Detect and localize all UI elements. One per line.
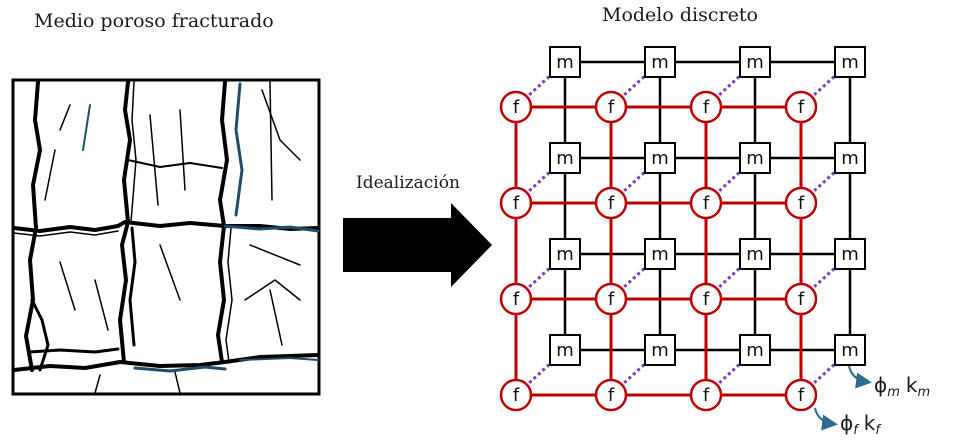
- fracture-node: f: [499, 282, 533, 316]
- discrete-model-grid: m m m m m m m m m m m m m m m m f f f f f f f f f f f f f f f f: [499, 46, 866, 412]
- fracture-node: f: [784, 186, 818, 220]
- matrix-node: m: [834, 238, 866, 270]
- matrix-node: m: [549, 334, 581, 366]
- fracture-node-label: f: [798, 385, 805, 406]
- fracture-node-label: f: [703, 97, 710, 118]
- matrix-node: m: [834, 46, 866, 78]
- matrix-node: m: [549, 142, 581, 174]
- fracture-node: f: [594, 282, 628, 316]
- fracture-node: f: [594, 186, 628, 220]
- fracture-node-label: f: [513, 289, 520, 310]
- matrix-node: m: [834, 142, 866, 174]
- fracture-node: f: [499, 186, 533, 220]
- fracture-legend-arrow: [814, 407, 838, 431]
- fracture-connections: [514, 105, 803, 397]
- fracture-node-label: f: [798, 289, 805, 310]
- matrix-node: m: [739, 46, 771, 78]
- fracture-node: f: [784, 282, 818, 316]
- matrix-node: m: [834, 334, 866, 366]
- fracture-node: f: [784, 378, 818, 412]
- fracture-node-label: f: [608, 385, 615, 406]
- matrix-node: m: [739, 142, 771, 174]
- fracture-node-label: f: [703, 193, 710, 214]
- matrix-nodes: m m m m m m m m m m m m m m m m: [549, 46, 866, 366]
- fracture-node-label: f: [513, 193, 520, 214]
- matrix-node: m: [644, 46, 676, 78]
- matrix-node-label: m: [651, 52, 669, 73]
- idealization-arrow: [343, 203, 492, 287]
- matrix-node: m: [644, 334, 676, 366]
- matrix-node-label: m: [651, 340, 669, 361]
- matrix-node: m: [549, 238, 581, 270]
- matrix-node-label: m: [556, 244, 574, 265]
- matrix-node-label: m: [746, 52, 764, 73]
- matrix-node-label: m: [746, 340, 764, 361]
- matrix-node: m: [644, 142, 676, 174]
- discrete-model-title: Modelo discreto: [602, 4, 758, 26]
- matrix-node: m: [739, 238, 771, 270]
- fracture-node-label: f: [703, 289, 710, 310]
- matrix-node-label: m: [841, 244, 859, 265]
- matrix-node-label: m: [746, 244, 764, 265]
- fracture-node-label: f: [798, 193, 805, 214]
- fracture-node-label: f: [513, 97, 520, 118]
- matrix-node-label: m: [556, 52, 574, 73]
- fractured-medium-frame: [11, 78, 321, 396]
- matrix-node: m: [739, 334, 771, 366]
- fracture-node-label: f: [703, 385, 710, 406]
- matrix-node-label: m: [556, 340, 574, 361]
- fracture-node-label: f: [608, 289, 615, 310]
- matrix-node-label: m: [651, 244, 669, 265]
- fracture-node-label: f: [798, 97, 805, 118]
- fracture-node: f: [689, 186, 723, 220]
- matrix-node-label: m: [746, 148, 764, 169]
- matrix-node-label: m: [841, 148, 859, 169]
- fracture-node-label: f: [513, 385, 520, 406]
- fracture-nodes: f f f f f f f f f f f f f f f f: [499, 90, 818, 412]
- matrix-node-label: m: [651, 148, 669, 169]
- fractured-medium-title: Medio poroso fracturado: [34, 10, 274, 32]
- matrix-node-label: m: [556, 148, 574, 169]
- fracture-node-label: f: [608, 97, 615, 118]
- matrix-node: m: [549, 46, 581, 78]
- fracture-node: f: [594, 378, 628, 412]
- matrix-node-label: m: [841, 340, 859, 361]
- fracture-node: f: [594, 90, 628, 124]
- matrix-node-label: m: [841, 52, 859, 73]
- fracture-node-label: f: [608, 193, 615, 214]
- matrix-node: m: [644, 238, 676, 270]
- fracture-node: f: [499, 378, 533, 412]
- fractured-medium-panel: [11, 78, 321, 396]
- fracture-node: f: [784, 90, 818, 124]
- fracture-node: f: [689, 90, 723, 124]
- fracture-node: f: [689, 378, 723, 412]
- fracture-node: f: [689, 282, 723, 316]
- blue-fractures: [82, 82, 320, 373]
- idealization-label: Idealización: [356, 173, 460, 193]
- matrix-legend-arrow: [848, 365, 872, 389]
- fracture-node: f: [499, 90, 533, 124]
